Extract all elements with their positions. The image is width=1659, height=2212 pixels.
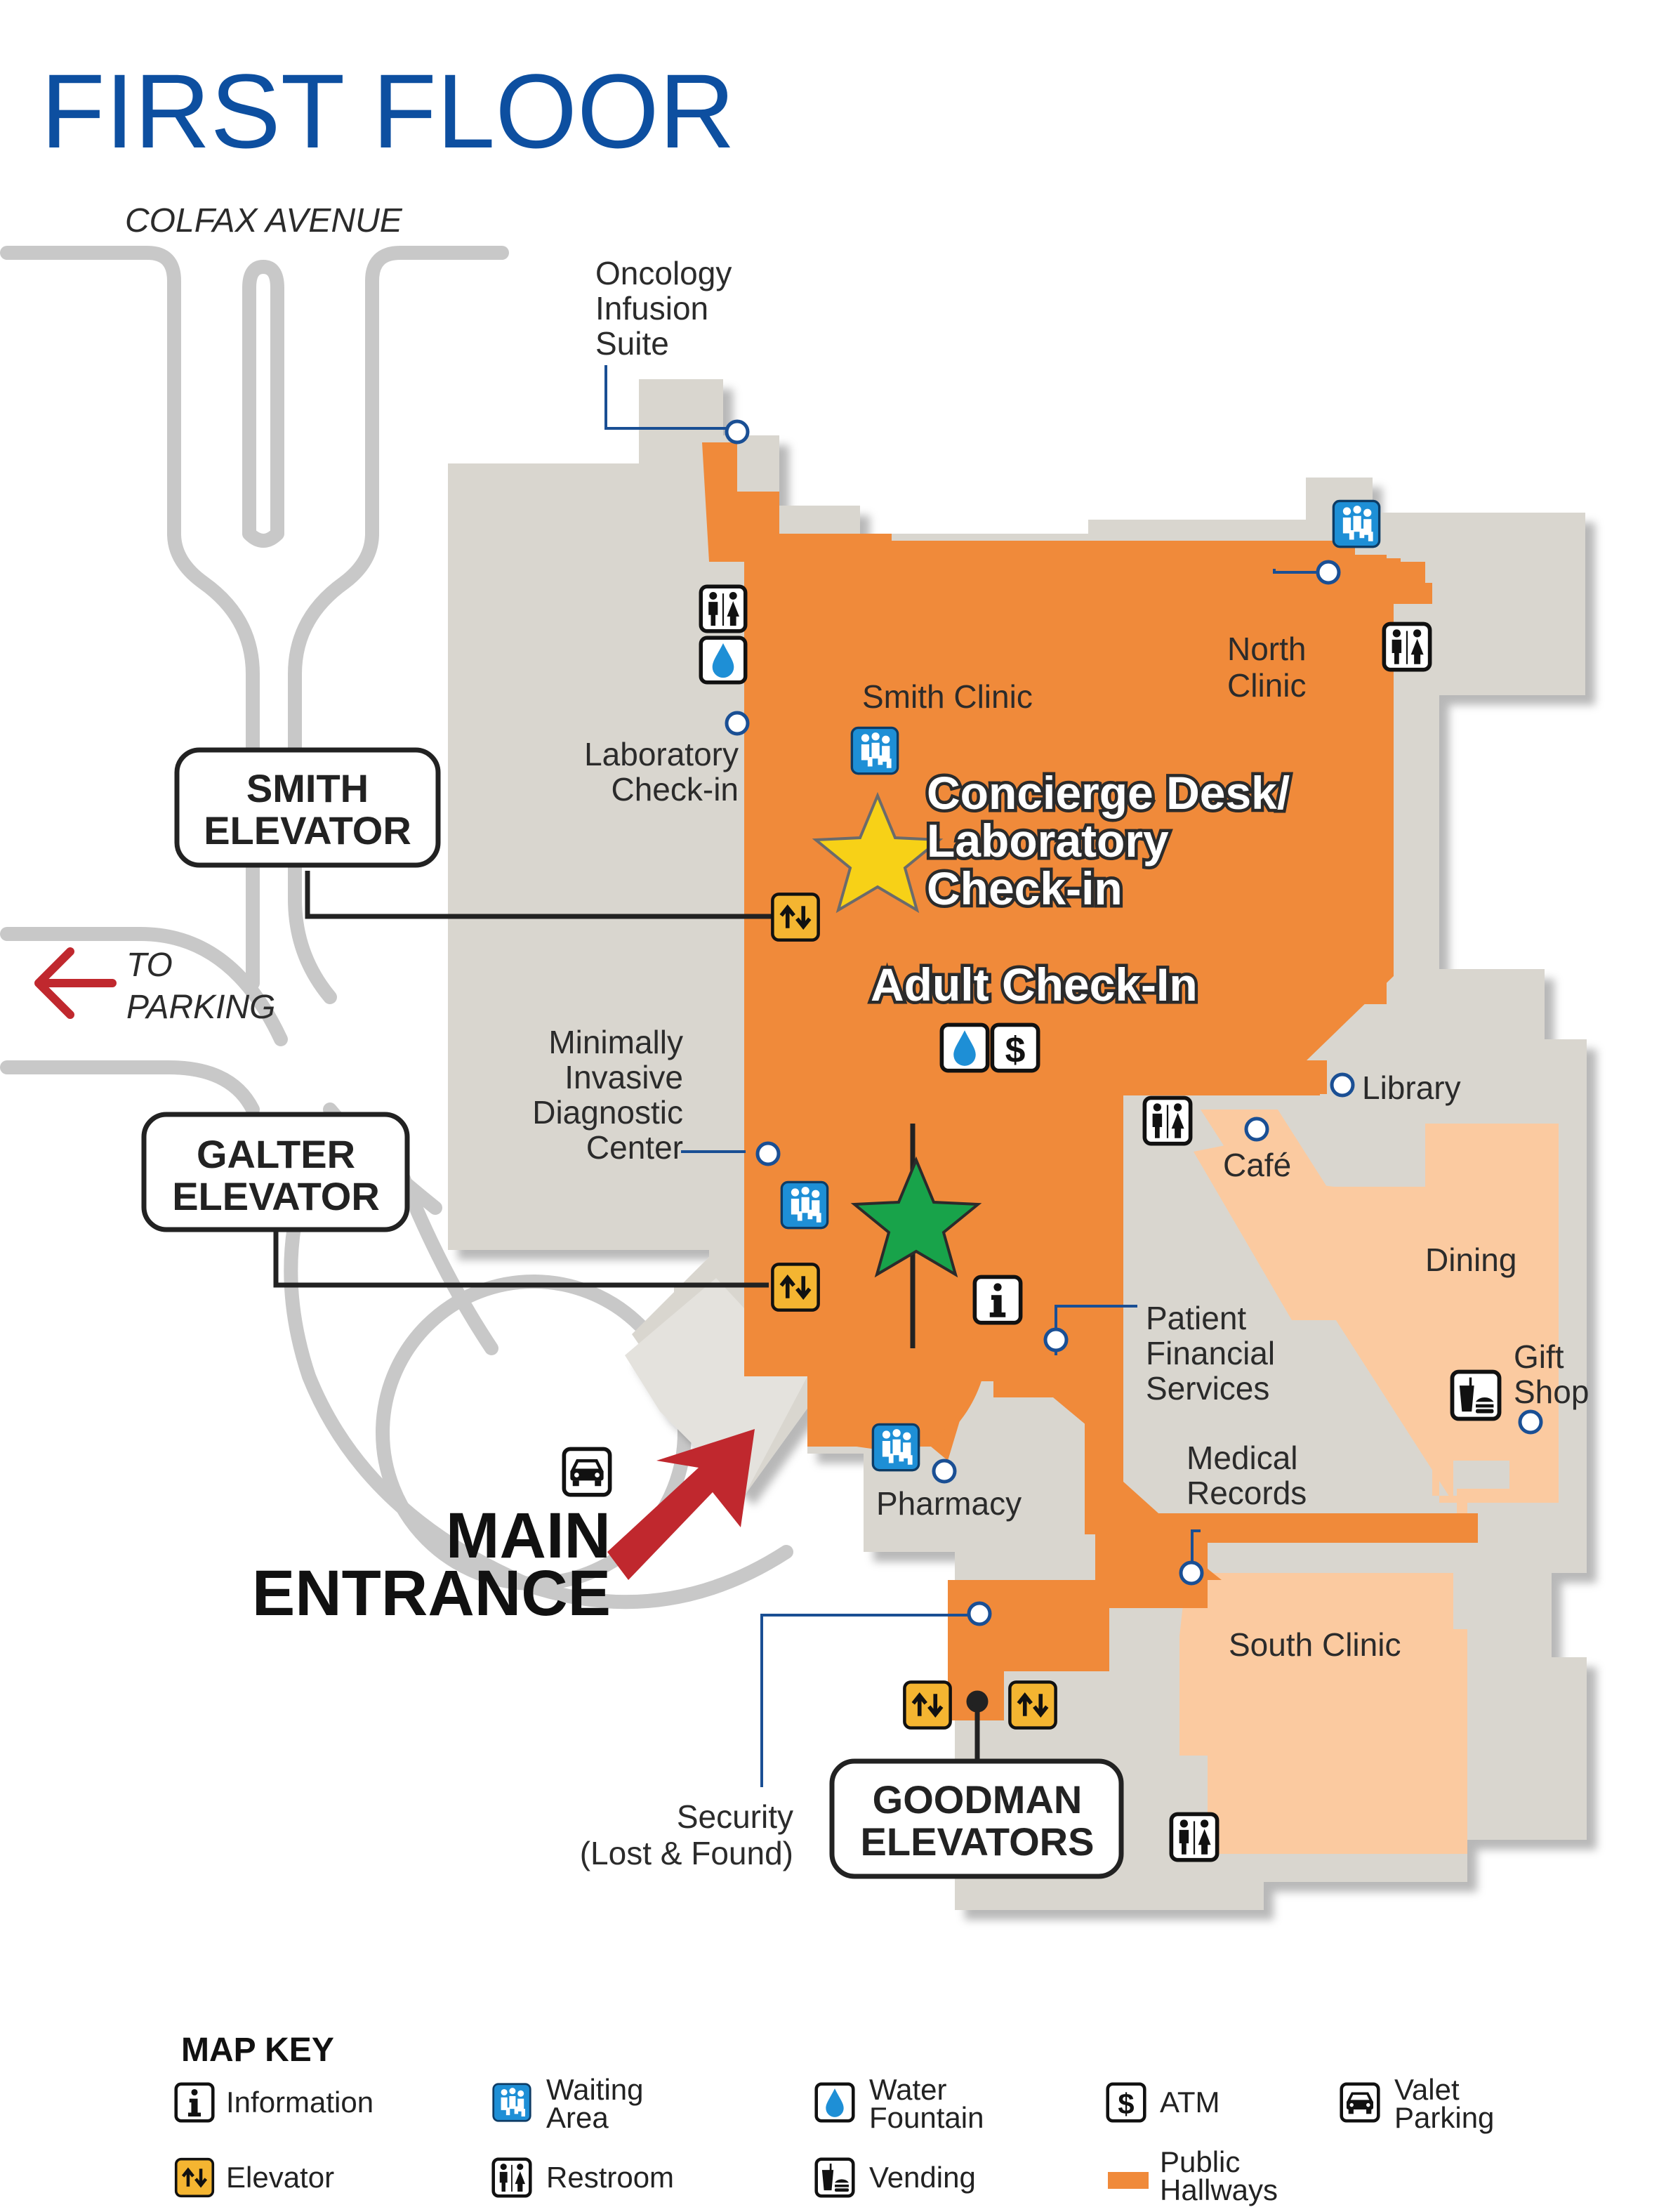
key-waiting-label-1: Waiting [546,2073,644,2106]
gift-shop-label-1: Gift [1514,1338,1564,1375]
concierge-star [812,791,944,914]
waiting-area-icon [780,1180,829,1230]
key-hallways-swatch [1108,2172,1149,2189]
waiting-area-icon [850,726,899,775]
medical-records-label-1: Medical [1187,1440,1298,1476]
link-lines [604,365,1323,1787]
adult-checkin-label: Adult Check-In [871,959,1198,1010]
key-water-label-1: Water [869,2073,946,2106]
pfs-label-3: Services [1146,1370,1269,1407]
key-elevator-icon [176,2159,213,2197]
smith-elevator-line1: SMITH [246,766,369,810]
south-clinic-label: South Clinic [1229,1626,1401,1663]
water-fountain-icon [701,638,745,682]
oncology-label-2: Infusion [595,290,708,327]
key-waiting-area-icon [492,2083,531,2122]
midc-label-4: Center [586,1129,683,1166]
goodman-elevators-callout: GOODMAN ELEVATORS [829,1758,1124,1879]
atm-icon [992,1025,1038,1070]
concierge-label-3: Check-in [927,862,1123,914]
lab-checkin-label-1: Laboratory [584,736,739,772]
key-information-icon [176,2084,213,2121]
water-fountain-icon [941,1025,987,1070]
key-information-label: Information [226,2086,374,2119]
main-entrance-line1: MAIN [446,1500,611,1572]
cafe-label: Café [1223,1147,1291,1183]
north-clinic-label-2: Clinic [1227,667,1306,704]
information-icon [974,1277,1020,1322]
key-vending-label: Vending [869,2161,976,2194]
galter-elevator-line2: ELEVATOR [172,1174,380,1218]
concierge-label-2: Laboratory [927,815,1169,867]
goodman-elevators-line2: ELEVATORS [861,1819,1095,1864]
page-title: FIRST FLOOR [41,52,735,170]
midc-label-1: Minimally [548,1024,683,1060]
main-entrance-arrow [607,1429,755,1580]
pfs-label-1: Patient [1146,1300,1246,1336]
colfax-avenue-label: COLFAX AVENUE [125,202,403,239]
library-label: Library [1362,1069,1461,1106]
restroom-icon [1384,624,1429,669]
map-key-title: MAP KEY [181,2032,334,2069]
midc-label-2: Invasive [564,1059,683,1095]
pharmacy-label: Pharmacy [876,1485,1022,1522]
waiting-area-icon [871,1423,920,1472]
key-vending-icon [817,2159,854,2197]
elevator-icon [1010,1682,1055,1727]
vending-icon [1452,1371,1499,1418]
galter-elevator-callout: GALTER ELEVATOR [141,1112,410,1232]
key-valet-label-1: Valet [1394,2073,1460,2106]
security-label-1: Security [677,1798,793,1835]
oncology-label-1: Oncology [595,255,732,291]
key-atm-icon [1108,2084,1145,2121]
valet-parking-icon [564,1449,609,1494]
key-restroom-icon [494,2159,531,2197]
key-hallways-label-2: Hallways [1160,2173,1278,2206]
key-waiting-label-2: Area [546,2101,609,2134]
restroom-icon [1171,1814,1217,1859]
elevator-icon [772,894,818,940]
oncology-label-3: Suite [595,325,669,362]
north-clinic-label-1: North [1227,631,1306,667]
to-parking: TO PARKING [34,947,275,1026]
highlight-labels: Concierge Desk/ Laboratory Check-in Adul… [868,764,1293,1014]
restroom-icon [1144,1098,1190,1143]
map-key: MAP KEY Information Elevator Waiting Are… [176,2032,1494,2206]
security-label-2: (Lost & Found) [580,1835,793,1871]
elevator-icon [772,1264,818,1310]
waiting-area-icon [1332,499,1381,548]
pfs-label-2: Financial [1146,1335,1275,1371]
restroom-icon [701,586,745,631]
elevator-icon [904,1682,950,1727]
galter-elevator-line1: GALTER [197,1132,355,1176]
key-valet-parking-icon [1342,2084,1379,2121]
location-dots [725,419,1543,1626]
smith-clinic-label: Smith Clinic [862,678,1033,715]
adult-checkin-star [850,1156,982,1278]
concierge-label-1: Concierge Desk/ [927,767,1290,819]
medical-records-label-2: Records [1187,1475,1307,1511]
key-hallways-label-1: Public [1160,2145,1240,2178]
key-water-label-2: Fountain [869,2101,984,2134]
main-entrance: MAIN ENTRANCE [252,1500,611,1629]
goodman-elevators-line1: GOODMAN [873,1777,1083,1822]
main-entrance-line2: ENTRANCE [252,1558,611,1629]
to-parking-line2: PARKING [126,989,275,1026]
gift-shop-label-2: Shop [1514,1374,1589,1410]
lab-checkin-label-2: Check-in [611,771,739,808]
area-labels: Oncology Infusion Suite Laboratory Check… [532,255,1589,1871]
key-restroom-label: Restroom [546,2161,674,2194]
smith-elevator-callout: SMITH ELEVATOR [174,747,441,868]
key-water-fountain-icon [817,2084,854,2121]
dining-area [1179,1110,1559,1854]
dining-label: Dining [1425,1242,1516,1278]
midc-label-3: Diagnostic [532,1094,683,1131]
key-valet-label-2: Parking [1394,2101,1494,2134]
smith-elevator-line2: ELEVATOR [204,808,411,852]
key-elevator-label: Elevator [226,2161,334,2194]
key-atm-label: ATM [1160,2086,1220,2119]
to-parking-line1: TO [126,947,173,984]
